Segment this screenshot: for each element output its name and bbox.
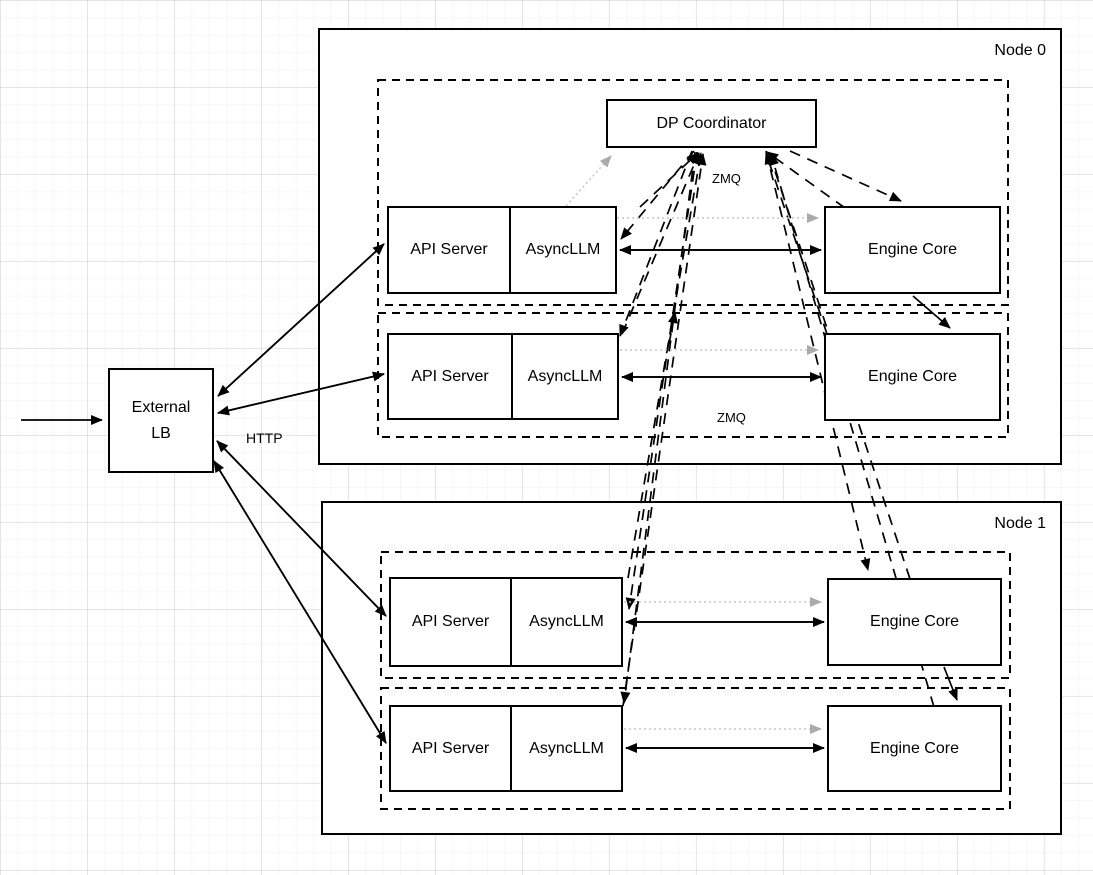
engine-core-box-n1r1: Engine Core [827,578,1002,666]
asyncllm-label: AsyncLLM [525,241,601,258]
api-asyncllm-box-n1r1: API Server AsyncLLM [389,577,623,667]
engine-core-label: Engine Core [870,739,959,757]
api-server-label: API Server [411,367,489,385]
asyncllm-label: AsyncLLM [529,613,604,630]
api-asyncllm-box-n0r2: API Server AsyncLLM [387,333,619,420]
asyncllm-cell: AsyncLLM [511,577,623,667]
external-lb-box: External LB [108,368,214,473]
api-server-cell: API Server [389,577,511,667]
asyncllm-label: AsyncLLM [529,739,604,757]
dp-coordinator-box: DP Coordinator [606,99,817,148]
zmq-label-row: ZMQ [717,410,746,425]
engine-core-box-n1r2: Engine Core [827,705,1002,792]
api-server-cell: API Server [387,206,510,294]
http-label: HTTP [246,430,283,446]
node1-label: Node 1 [994,515,1046,532]
node0-label: Node 0 [994,42,1046,59]
engine-core-label: Engine Core [868,368,957,385]
asyncllm-cell: AsyncLLM [511,705,623,792]
asyncllm-cell: AsyncLLM [510,206,617,294]
api-server-cell: API Server [389,705,511,792]
zmq-label-coordinator: ZMQ [712,171,741,186]
api-server-label: API Server [410,241,488,258]
external-lb-label-line1: External [131,398,191,416]
asyncllm-cell: AsyncLLM [512,333,619,420]
engine-core-box-n0r2: Engine Core [824,333,1001,421]
engine-core-box-n0r1: Engine Core [824,206,1001,294]
api-server-label: API Server [411,739,490,757]
api-server-cell: API Server [387,333,512,420]
external-lb-label-line2: LB [151,424,171,442]
dp-coordinator-label: DP Coordinator [656,114,767,132]
engine-core-label: Engine Core [870,613,959,630]
asyncllm-label: AsyncLLM [527,367,603,385]
api-asyncllm-box-n0r1: API Server AsyncLLM [387,206,617,294]
api-server-label: API Server [411,613,490,630]
api-asyncllm-box-n1r2: API Server AsyncLLM [389,705,623,792]
engine-core-label: Engine Core [868,241,957,258]
